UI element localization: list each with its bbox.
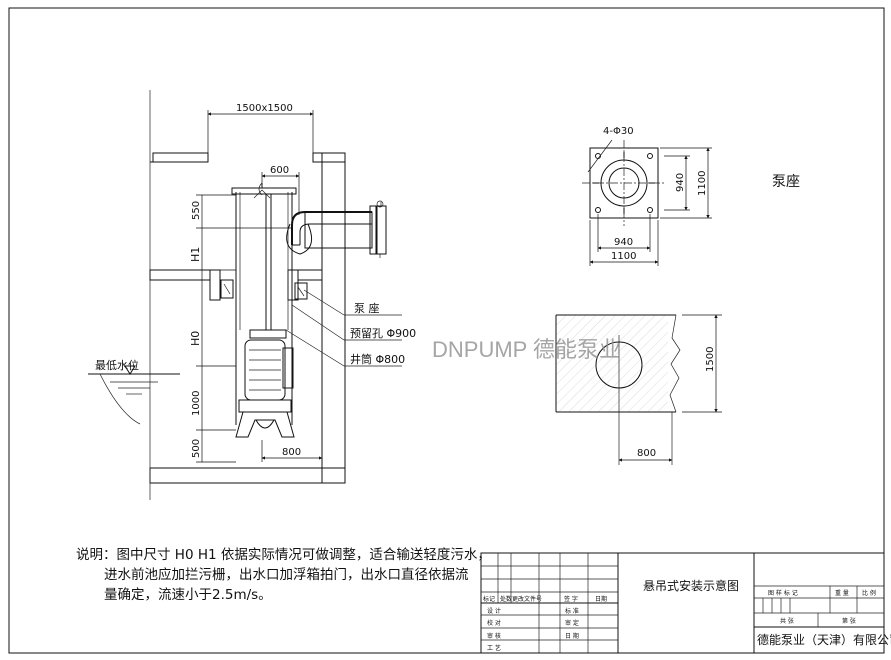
- outlet-flange: [369, 205, 377, 255]
- label-lowest-water-level: 最低水位: [95, 358, 139, 372]
- pump-seat-left: [220, 279, 234, 299]
- dim-h0: H0: [189, 331, 202, 346]
- tb-design: 设 计: [487, 607, 501, 615]
- top-slab-left: [152, 152, 209, 163]
- dim-opening-1500: 1500: [705, 347, 716, 372]
- dim-seat-1100-v: 1100: [697, 171, 708, 196]
- tube-top-flange: [231, 187, 297, 195]
- outlet-pipe: [304, 211, 373, 249]
- watermark: DNPUMP 德能泵业: [432, 337, 621, 362]
- company-name: 德能泵业（天津）有限公司: [757, 632, 891, 647]
- pump-seat-right: [294, 282, 308, 300]
- middle-slab-right: [297, 269, 323, 281]
- tb-review: 审 核: [487, 632, 501, 640]
- dim-top-opening: 1500x1500: [236, 103, 293, 114]
- dim-seat-940-v: 940: [675, 173, 686, 192]
- label-well-tube: 井筒 Φ800: [350, 352, 405, 366]
- drawing-title: 悬吊式安装示意图: [643, 578, 739, 593]
- tb-standard: 标 准: [565, 607, 579, 615]
- notes-block: 说明：图中尺寸 H0 H1 依据实际情况可做调整，适合输送轻度污水， 进水前池应…: [76, 545, 491, 605]
- title-block: [480, 552, 885, 654]
- dim-seat-940-h: 940: [614, 237, 633, 248]
- tb-h-sign: 签 字: [564, 595, 578, 603]
- submersible-pump: [235, 329, 295, 438]
- label-pump-seat: 泵 座: [354, 301, 380, 315]
- tb-h-mark: 标记: [483, 595, 495, 603]
- dim-h1: H1: [189, 247, 202, 262]
- dim-bolt-holes: 4-Φ30: [603, 126, 634, 137]
- note-line-1: 说明：图中尺寸 H0 H1 依据实际情况可做调整，适合输送轻度污水，: [76, 547, 491, 563]
- top-slab-right: [312, 152, 346, 163]
- tb-stage-mark: 图 样 标 记: [768, 589, 798, 597]
- dim-550: 550: [191, 201, 202, 220]
- dim-opening-800: 800: [637, 448, 656, 459]
- tb-check: 校 对: [487, 619, 501, 627]
- water-level-marker: [88, 365, 180, 425]
- elevation-view: [88, 90, 402, 500]
- middle-slab-left: [149, 269, 211, 281]
- right-wall: [321, 152, 346, 484]
- dim-500: 500: [191, 439, 202, 458]
- tb-h-date: 日期: [595, 595, 607, 603]
- tb-sheets-total: 共 张: [780, 617, 794, 625]
- dim-bottom-800: 800: [282, 447, 301, 458]
- tb-process: 工 艺: [487, 644, 501, 652]
- drawing-frame: [8, 7, 885, 654]
- opening-plan: [555, 314, 722, 465]
- dim-outlet-offset: 600: [270, 165, 289, 176]
- tb-ratio: 比 例: [862, 589, 876, 597]
- tb-sheet-no: 第 张: [842, 617, 856, 625]
- pump-seat-plan: [582, 139, 712, 266]
- dim-seat-1100-h: 1100: [611, 251, 636, 262]
- bottom-slab: [149, 467, 346, 484]
- tb-weight: 重 量: [835, 589, 849, 597]
- dim-1000: 1000: [191, 391, 202, 416]
- note-line-3: 量确定，流速小于2.5m/s。: [104, 587, 272, 603]
- label-reserved-hole: 预留孔 Φ900: [350, 327, 416, 340]
- discharge-elbow: [291, 211, 372, 245]
- tb-date: 日 期: [565, 632, 579, 640]
- plan-title: 泵座: [772, 174, 800, 190]
- tb-approve: 审 定: [565, 619, 579, 627]
- tb-h-count: 处数: [500, 595, 512, 603]
- tb-h-change: 更改文件号: [512, 595, 542, 603]
- note-line-2: 进水前池应加拦污栅，出水口加浮箱拍门，出水口直径依据流: [104, 567, 469, 583]
